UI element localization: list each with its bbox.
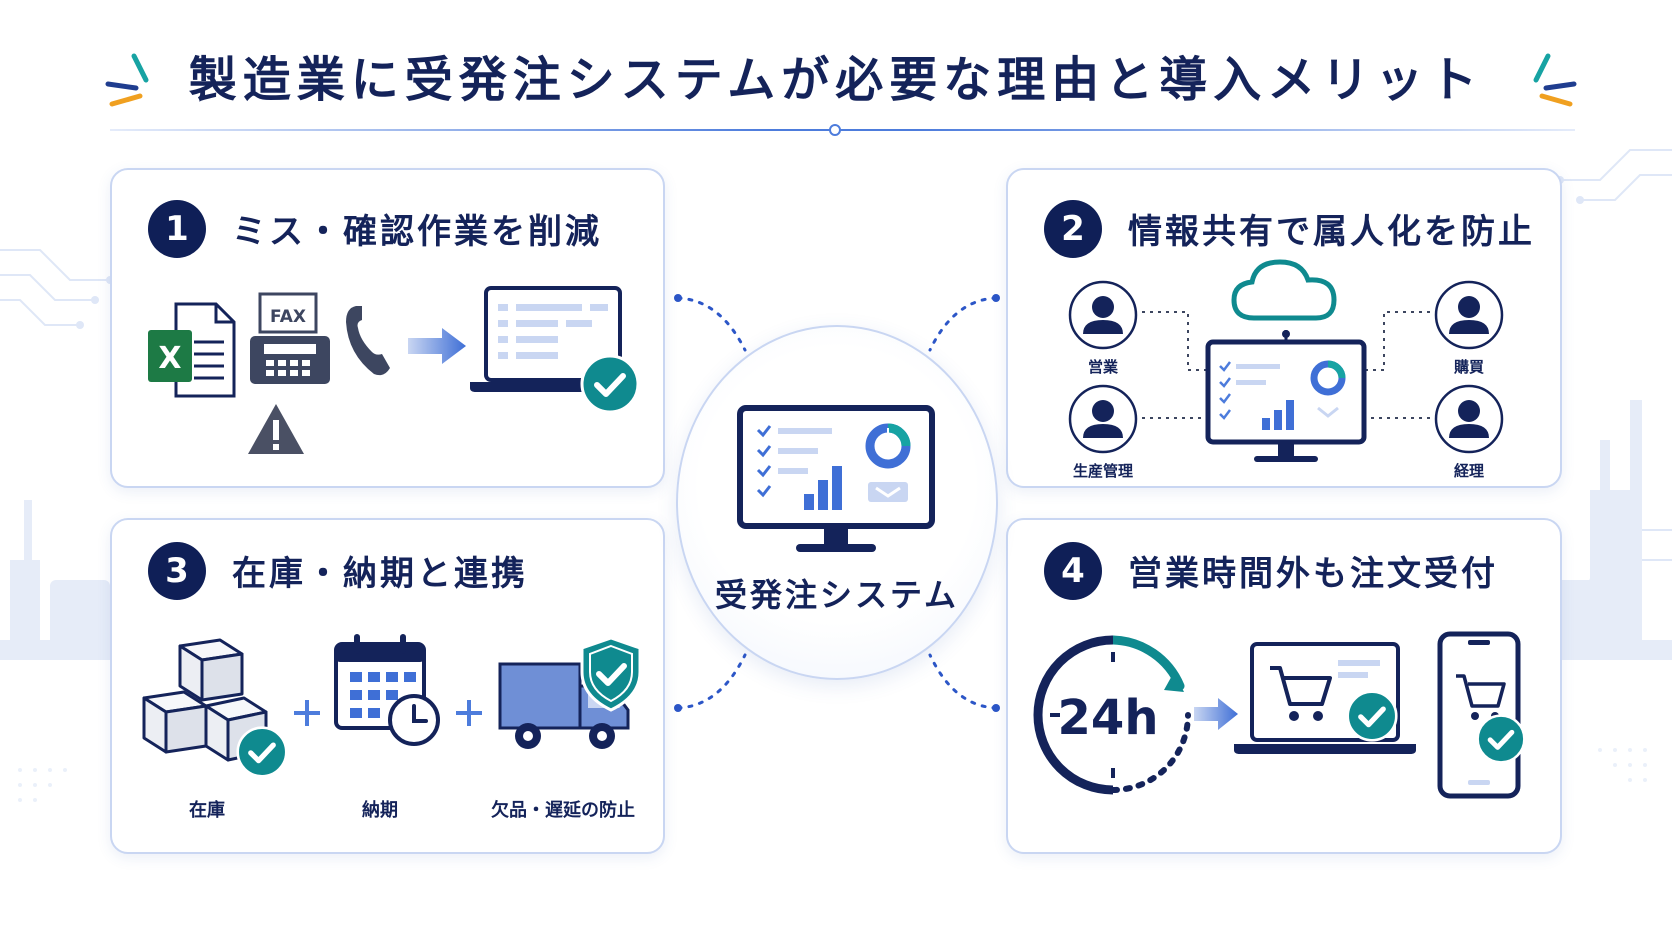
card-reduce-errors: 1 ミス・確認作業を削減 X FAX [110,168,665,488]
role-label-accounting: 経理 [1453,462,1484,480]
title-spark-right-icon [1533,53,1577,107]
role-label-purchasing: 購買 [1453,358,1484,376]
check-icon [580,354,640,414]
card-title: 営業時間外も注文受付 [1128,554,1498,594]
role-label-sales: 営業 [1087,358,1118,376]
card-number: 3 [148,542,206,600]
laptop-icon [470,286,636,392]
hub-label: 受発注システム [714,576,960,614]
plus-icon [294,700,320,726]
monitor-icon [737,405,935,552]
check-icon [1476,714,1526,764]
clock-icon: 24h [1033,635,1191,795]
phone-icon [346,306,390,376]
card-title: ミス・確認作業を削減 [232,212,602,252]
label-delivery-date: 納期 [362,800,398,821]
shield-icon [580,636,642,712]
card-inventory-linkage: 3 在庫・納期と連携 在庫 納期 [110,518,665,854]
cloud-icon [1231,259,1337,321]
check-icon [1346,690,1398,742]
card-number: 2 [1044,200,1102,258]
svg-text:X: X [158,341,181,376]
box-icon [142,638,268,762]
title-spark-left-icon [105,53,149,107]
check-icon [236,726,288,778]
plus-icon [456,700,482,726]
label-prevent-shortage: 欠品・遅延の防止 [491,800,635,821]
card-after-hours-orders: 4 営業時間外も注文受付 24h [1006,518,1562,854]
dotted-links [1142,311,1430,419]
user-icon [1068,280,1138,350]
card-title: 情報共有で属人化を防止 [1128,212,1535,252]
page-title: 製造業に受発注システムが必要な理由と導入メリット [188,52,1484,108]
role-label-production: 生産管理 [1072,462,1133,480]
user-icon [1434,280,1504,350]
excel-icon: X [148,302,236,398]
title-divider [110,129,1575,131]
label-inventory: 在庫 [189,800,225,821]
arrow-icon [1194,698,1238,730]
card-number: 4 [1044,542,1102,600]
card-title: 在庫・納期と連携 [232,554,528,594]
calendar-icon [334,634,440,746]
arrow-icon [408,328,466,364]
fax-icon: FAX [250,292,330,384]
card-number: 1 [148,200,206,258]
user-icon [1068,384,1138,454]
title-divider-dot [829,124,841,136]
user-icon [1434,384,1504,454]
warning-icon [248,404,304,454]
svg-text:FAX: FAX [270,307,306,327]
card-information-sharing: 2 情報共有で属人化を防止 営業 生産管理 購買 経理 [1006,168,1562,488]
svg-text:24h: 24h [1058,690,1159,746]
monitor-icon [1205,330,1367,462]
